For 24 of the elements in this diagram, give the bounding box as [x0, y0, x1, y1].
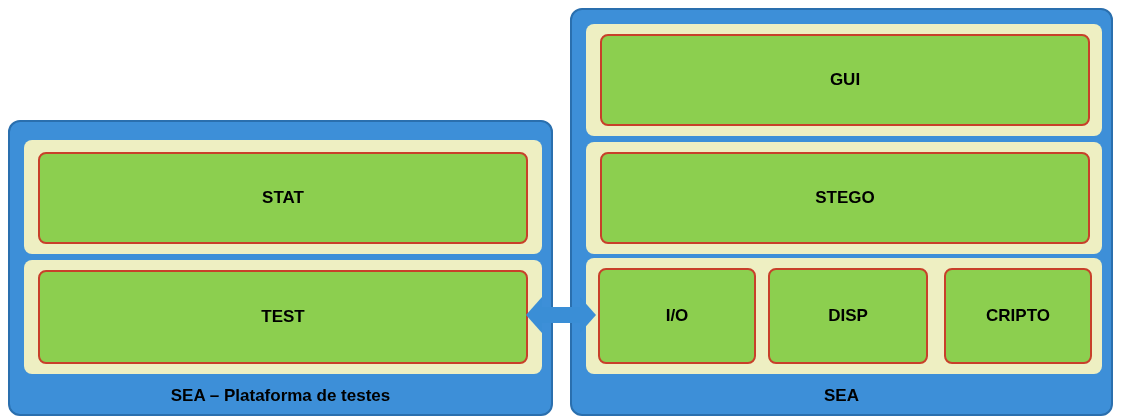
module-box [600, 34, 1090, 126]
double-arrow [526, 297, 596, 333]
module-box [944, 268, 1092, 364]
module-label: STEGO [815, 187, 875, 210]
module-box [600, 152, 1090, 244]
module-label: GUI [829, 69, 861, 92]
module-box [598, 268, 756, 364]
module-label: STAT [262, 187, 304, 210]
container-panel [8, 120, 553, 416]
container-panel [570, 8, 1113, 416]
module-label: CRIPTO [986, 305, 1050, 328]
layer-band [586, 258, 1102, 374]
layer-band [24, 140, 542, 254]
module-box [768, 268, 928, 364]
layer-band [24, 260, 542, 374]
module-box [38, 152, 528, 244]
layer-band [586, 24, 1102, 136]
module-label: I/O [665, 305, 689, 328]
panel-title: SEA [823, 384, 860, 407]
panel-title: SEA – Plataforma de testes [169, 384, 392, 407]
module-label: DISP [828, 305, 868, 328]
module-label: TEST [261, 306, 305, 329]
module-box [38, 270, 528, 364]
layer-band [586, 142, 1102, 254]
